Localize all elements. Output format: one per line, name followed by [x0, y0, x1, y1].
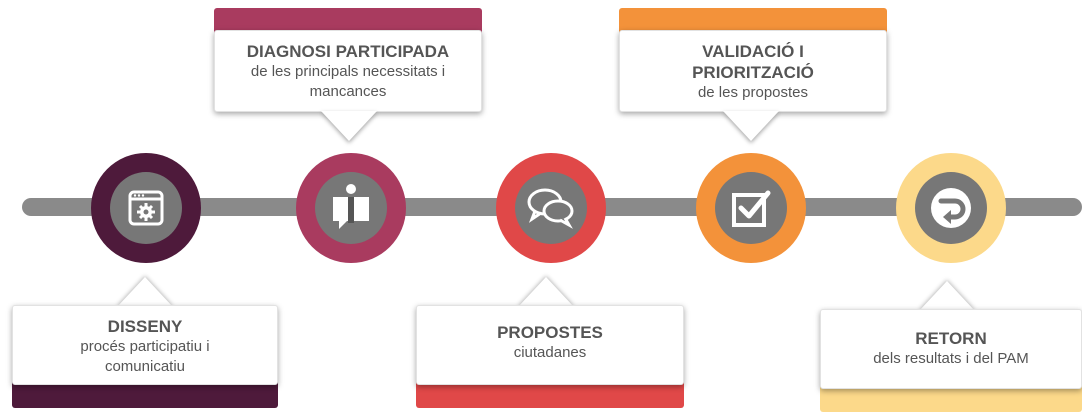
checkbox-icon	[730, 187, 772, 229]
step-validacio-icon-bg	[715, 172, 787, 244]
step-disseny-title: DISSENY	[107, 317, 183, 336]
step-propostes-pointer	[518, 277, 574, 307]
step-validacio-title: VALIDACIÓ I PRIORITZACIÓ	[692, 42, 814, 82]
info-chat-icon	[329, 183, 373, 233]
step-disseny-card: DISSENY procés participatiu i comunicati…	[12, 305, 278, 408]
step-diagnosi-card: DIAGNOSI PARTICIPADA de les principals n…	[214, 8, 482, 112]
step-disseny-subtitle: procés participatiu i comunicatiu	[80, 338, 210, 375]
step-validacio-pointer	[723, 111, 779, 141]
step-propostes-card: PROPOSTES ciutadanes	[416, 305, 684, 408]
step-retorn-pointer	[919, 281, 975, 311]
step-propostes-icon-bg	[515, 172, 587, 244]
step-validacio-circle	[696, 153, 806, 263]
step-diagnosi-subtitle: de les principals necessitats i mancance…	[250, 63, 446, 100]
step-diagnosi-title: DIAGNOSI PARTICIPADA	[246, 42, 450, 61]
settings-window-icon	[126, 188, 166, 228]
step-retorn-icon-bg	[915, 172, 987, 244]
step-propostes-title: PROPOSTES	[497, 323, 603, 342]
step-diagnosi-circle	[296, 153, 406, 263]
step-propostes-circle	[496, 153, 606, 263]
step-retorn-subtitle: dels resultats i del PAM	[873, 350, 1029, 367]
step-retorn-title: RETORN	[915, 329, 987, 348]
step-disseny-icon-bg	[110, 172, 182, 244]
step-disseny-circle	[91, 153, 201, 263]
return-arrow-icon	[929, 186, 973, 230]
step-diagnosi-icon-bg	[315, 172, 387, 244]
step-validacio-subtitle: de les propostes	[697, 84, 809, 101]
chat-bubbles-icon	[527, 187, 575, 229]
step-validacio-card: VALIDACIÓ I PRIORITZACIÓ de les proposte…	[619, 8, 887, 112]
step-propostes-subtitle: ciutadanes	[513, 344, 587, 361]
step-retorn-circle	[896, 153, 1006, 263]
step-diagnosi-pointer	[321, 111, 377, 141]
step-retorn-card: RETORN dels resultats i del PAM	[820, 309, 1082, 412]
step-disseny-pointer	[117, 277, 173, 307]
